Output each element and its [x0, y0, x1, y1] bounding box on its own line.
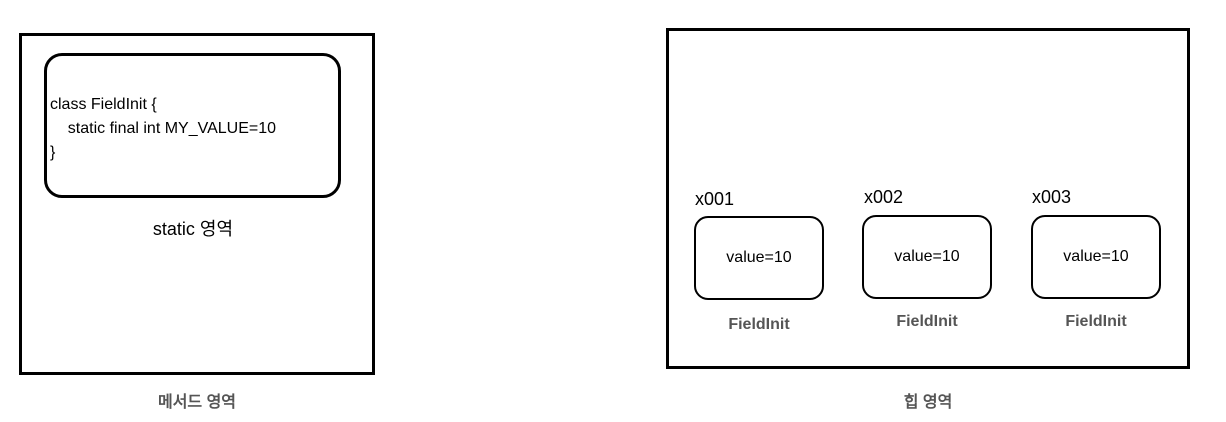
heap-object-box: value=10 [694, 216, 824, 300]
code-line: } [50, 144, 56, 161]
object-address: x002 [864, 187, 904, 207]
object-type-label: FieldInit [1065, 313, 1127, 330]
static-region-label: static 영역 [152, 219, 234, 239]
code-line: class FieldInit { [50, 96, 157, 113]
object-field-value: value=10 [726, 249, 792, 266]
object-field-value: value=10 [894, 248, 960, 265]
heap-area [666, 28, 1190, 369]
object-address: x001 [695, 189, 735, 209]
heap-object-box: value=10 [862, 215, 992, 299]
object-address: x003 [1032, 187, 1072, 207]
method-area-caption: 메서드 영역 [157, 394, 237, 411]
heap-object-box: value=10 [1031, 215, 1161, 299]
heap-area-caption: 힙 영역 [903, 394, 953, 411]
object-type-label: FieldInit [728, 316, 790, 333]
object-field-value: value=10 [1063, 248, 1129, 265]
class-code-block: class FieldInit { static final int MY_VA… [50, 93, 276, 165]
object-type-label: FieldInit [896, 313, 958, 330]
method-area [19, 33, 375, 375]
code-line: static final int MY_VALUE=10 [50, 120, 277, 137]
static-region-box: class FieldInit { static final int MY_VA… [44, 53, 341, 198]
